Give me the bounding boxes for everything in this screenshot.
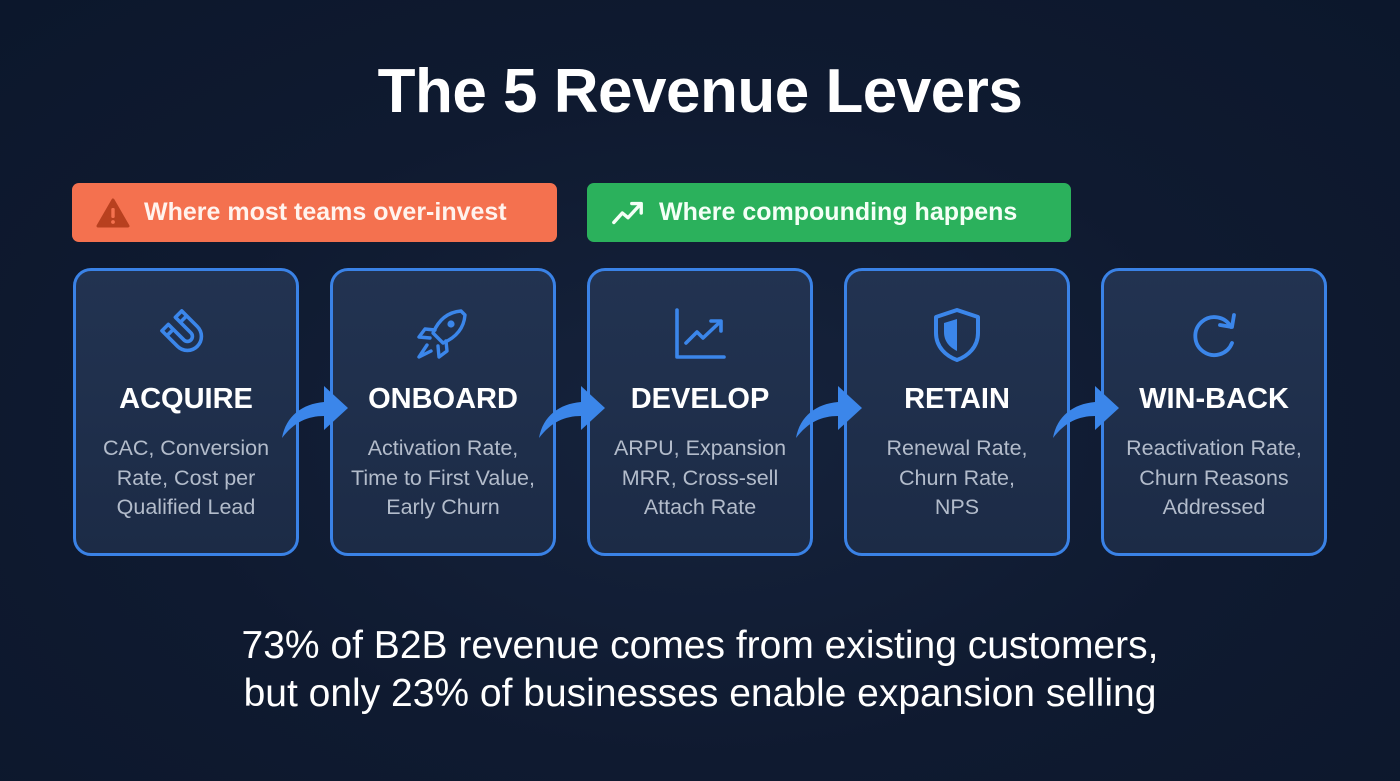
lever-card-acquire: ACQUIRE CAC, Conversion Rate, Cost per Q… bbox=[73, 268, 299, 556]
banner-label: Where most teams over-invest bbox=[144, 198, 507, 226]
compounding-banner: Where compounding happens bbox=[587, 183, 1071, 242]
lever-name: RETAIN bbox=[904, 383, 1010, 415]
lever-name: WIN-BACK bbox=[1139, 383, 1289, 415]
line-chart-icon bbox=[590, 305, 810, 365]
lever-card-retain: RETAIN Renewal Rate, Churn Rate, NPS bbox=[844, 268, 1070, 556]
metric-line: NPS bbox=[934, 495, 980, 519]
footer-line: but only 23% of businesses enable expans… bbox=[243, 672, 1157, 715]
lever-metrics: CAC, Conversion Rate, Cost per Qualified… bbox=[76, 434, 296, 523]
flow-arrow-icon bbox=[1051, 378, 1121, 442]
metric-line: MRR, Cross-sell bbox=[621, 465, 779, 490]
refresh-icon bbox=[1104, 305, 1324, 365]
metric-line: Time to First Value, bbox=[351, 465, 535, 490]
lever-card-develop: DEVELOP ARPU, Expansion MRR, Cross-sell … bbox=[587, 268, 813, 556]
lever-metrics: Activation Rate, Time to First Value, Ea… bbox=[333, 434, 553, 523]
flow-arrow-icon bbox=[280, 378, 350, 442]
footer-stat: 73% of B2B revenue comes from existing c… bbox=[0, 622, 1400, 718]
metric-line: Churn Rate, bbox=[899, 465, 1015, 490]
shield-icon bbox=[847, 305, 1067, 365]
metric-line: Activation Rate, bbox=[367, 436, 519, 460]
lever-card-onboard: ONBOARD Activation Rate, Time to First V… bbox=[330, 268, 556, 556]
lever-name: ONBOARD bbox=[368, 383, 518, 415]
metric-line: Addressed bbox=[1162, 495, 1266, 519]
warning-triangle-icon bbox=[96, 198, 130, 228]
flow-arrow-icon bbox=[537, 378, 607, 442]
trending-up-icon bbox=[611, 198, 645, 228]
lever-metrics: Reactivation Rate, Churn Reasons Address… bbox=[1104, 434, 1324, 523]
metric-line: Qualified Lead bbox=[116, 495, 256, 519]
banner-label: Where compounding happens bbox=[659, 198, 1018, 226]
metric-line: Reactivation Rate, bbox=[1126, 436, 1302, 460]
lever-name: DEVELOP bbox=[630, 383, 770, 415]
lever-name: ACQUIRE bbox=[119, 383, 253, 415]
lever-metrics: ARPU, Expansion MRR, Cross-sell Attach R… bbox=[590, 434, 810, 523]
metric-line: Rate, Cost per bbox=[116, 465, 256, 490]
metric-line: ARPU, Expansion bbox=[613, 436, 787, 460]
lever-metrics: Renewal Rate, Churn Rate, NPS bbox=[847, 434, 1067, 523]
metric-line: Churn Reasons bbox=[1139, 465, 1289, 490]
flow-arrow-icon bbox=[794, 378, 864, 442]
metric-line: Early Churn bbox=[386, 495, 500, 519]
magnet-icon bbox=[76, 305, 296, 365]
page-title: The 5 Revenue Levers bbox=[377, 57, 1023, 126]
metric-line: CAC, Conversion bbox=[102, 436, 270, 460]
metric-line: Attach Rate bbox=[643, 495, 757, 519]
over-invest-banner: Where most teams over-invest bbox=[72, 183, 557, 242]
metric-line: Renewal Rate, bbox=[886, 436, 1028, 460]
lever-card-win-back: WIN-BACK Reactivation Rate, Churn Reason… bbox=[1101, 268, 1327, 556]
footer-line: 73% of B2B revenue comes from existing c… bbox=[241, 624, 1159, 667]
rocket-icon bbox=[333, 305, 553, 365]
